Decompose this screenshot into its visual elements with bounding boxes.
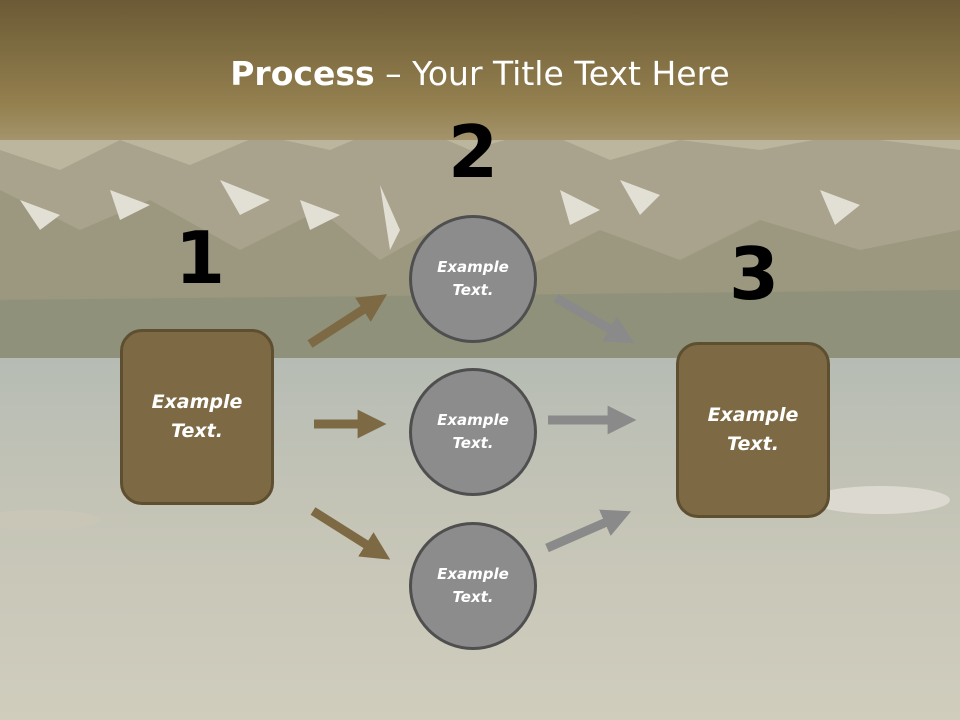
end-box-line1: Example [707, 404, 799, 426]
step-number-3: 3 [728, 232, 780, 316]
circle-bottom-line1: Example [437, 565, 509, 583]
circle-top-line2: Text. [452, 281, 494, 299]
start-box-line1: Example [151, 391, 243, 413]
end-box: Example Text. [676, 342, 830, 518]
step-number-1: 1 [174, 216, 226, 300]
circle-top: Example Text. [409, 215, 537, 343]
circle-middle-line1: Example [437, 411, 509, 429]
circle-bottom: Example Text. [409, 522, 537, 650]
end-box-line2: Text. [727, 433, 779, 455]
title-bold: Process [230, 54, 375, 93]
circle-bottom-line2: Text. [452, 588, 494, 606]
circle-middle-line2: Text. [452, 434, 494, 452]
slide-title: Process – Your Title Text Here [0, 52, 960, 96]
circle-middle: Example Text. [409, 368, 537, 496]
step-number-2: 2 [447, 110, 499, 194]
start-box-line2: Text. [171, 420, 223, 442]
start-box: Example Text. [120, 329, 274, 505]
title-rest: – Your Title Text Here [374, 54, 730, 93]
circle-top-line1: Example [437, 258, 509, 276]
